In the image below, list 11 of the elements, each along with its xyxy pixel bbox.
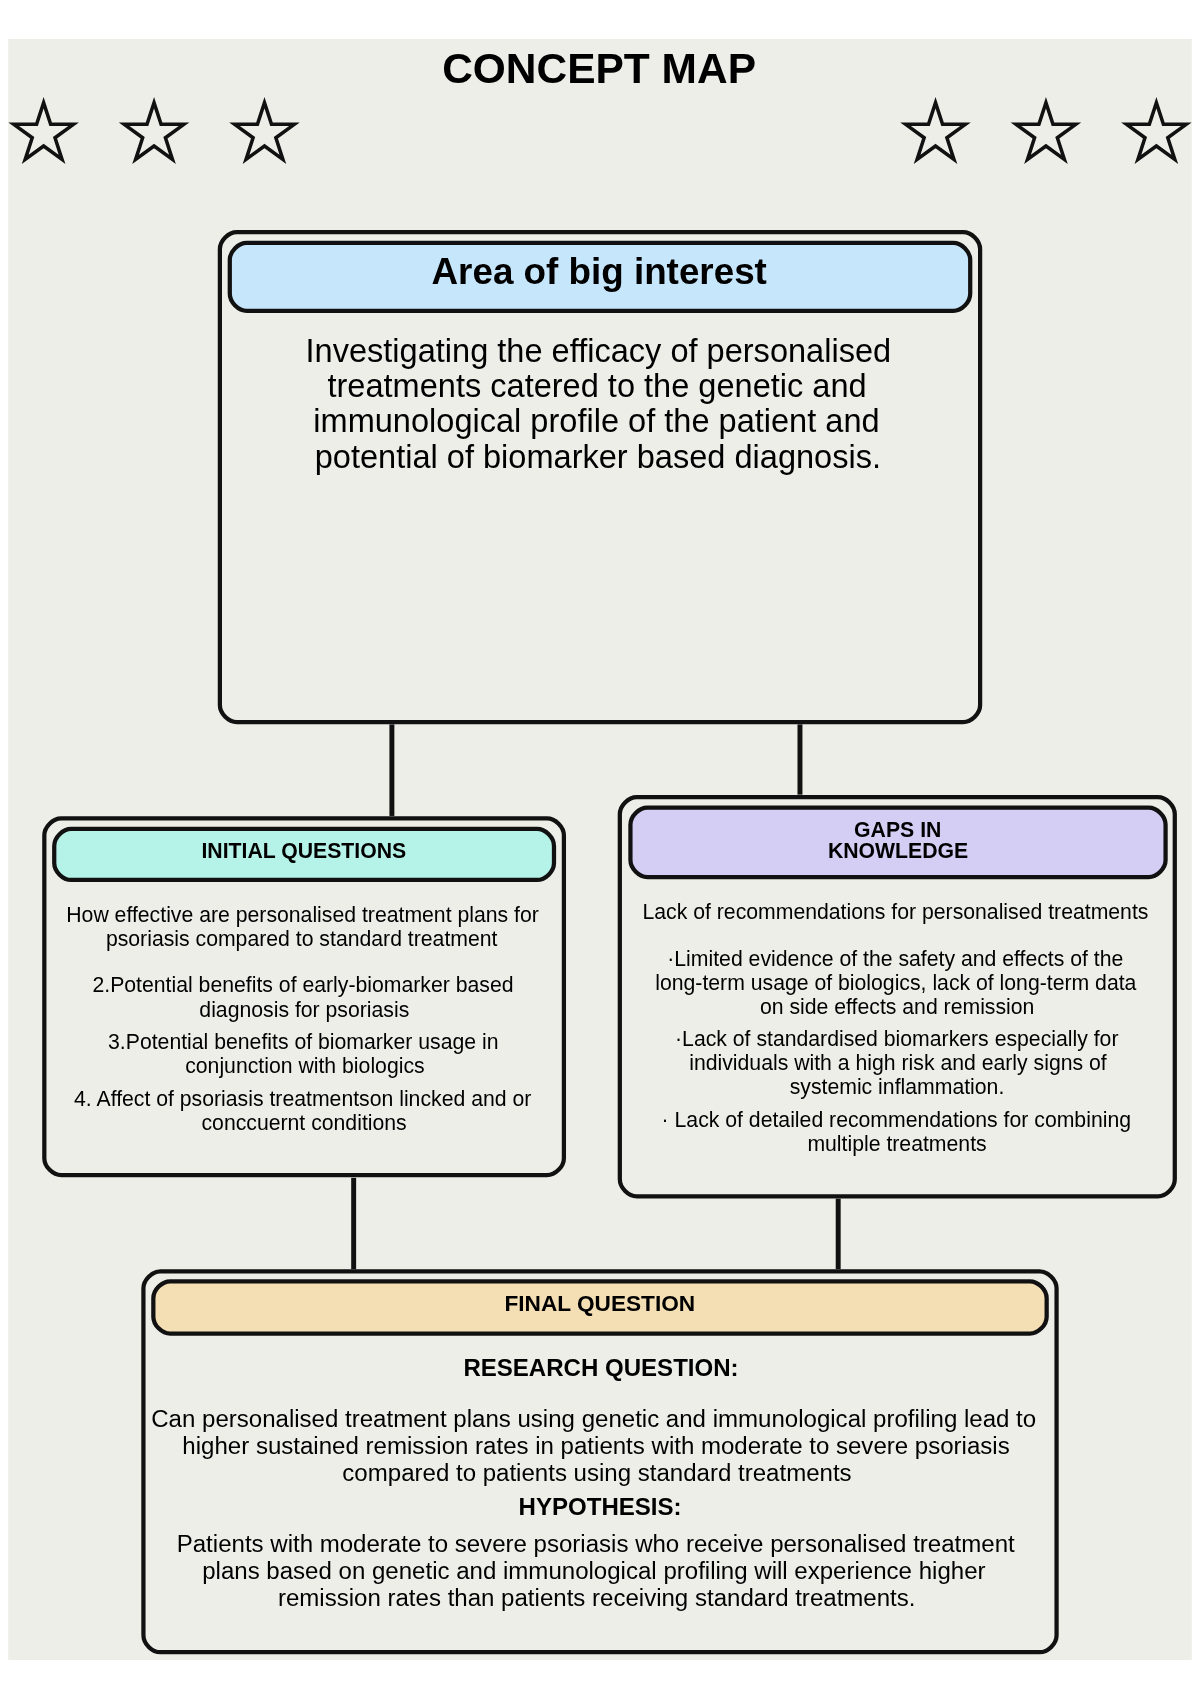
- connector: [389, 723, 395, 816]
- node-star: [1121, 96, 1192, 164]
- connector: [835, 1198, 841, 1269]
- node-star: [1010, 96, 1082, 164]
- connector: [797, 723, 803, 795]
- node-star: [229, 96, 300, 164]
- connector: [351, 1177, 357, 1269]
- diagram-title: CONCEPT MAP: [442, 44, 756, 92]
- node-star: [900, 96, 971, 164]
- node-star: [8, 96, 79, 164]
- node-star: [118, 96, 190, 164]
